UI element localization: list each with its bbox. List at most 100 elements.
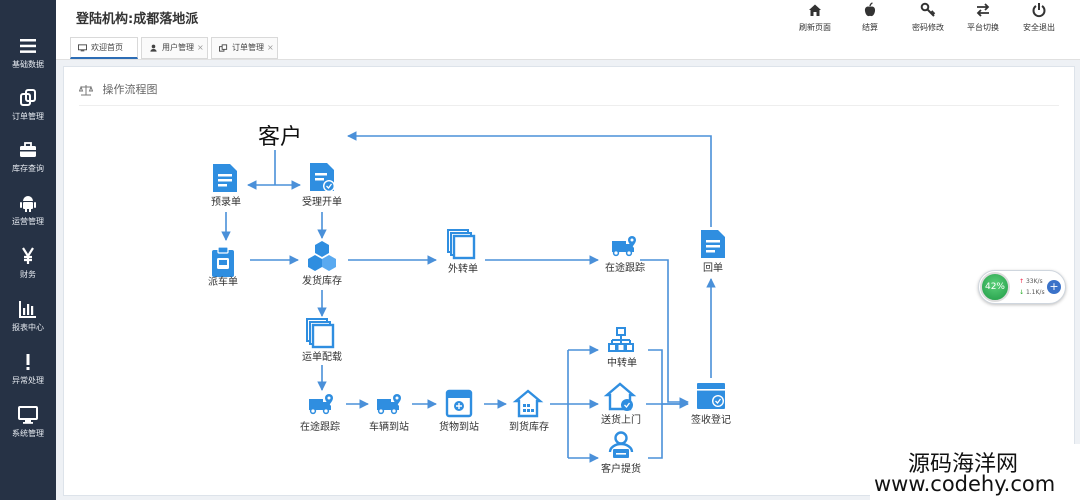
swap-icon <box>976 3 990 17</box>
upload-value: 33K/s <box>1025 278 1043 285</box>
panel-divider <box>79 105 1059 106</box>
truck-location-icon <box>309 394 333 415</box>
sidebar-item-inventory[interactable]: 库存查询 <box>0 140 56 190</box>
tab-close-button[interactable]: × <box>267 43 274 52</box>
node-sign-register[interactable]: 签收登记 <box>691 383 731 426</box>
tool-label: 安全退出 <box>1023 23 1055 32</box>
platform-switch-button[interactable]: 平台切换 <box>958 2 1008 33</box>
node-vehicle-arrive[interactable]: 车辆到站 <box>369 394 409 433</box>
org-chart-icon <box>608 327 634 352</box>
bar-chart-icon <box>19 301 36 318</box>
node-customer-pickup[interactable]: 客户提货 <box>601 431 641 476</box>
sidebar-item-label: 报表中心 <box>12 323 44 332</box>
node-goods-arrive[interactable]: 货物到站 <box>439 389 479 433</box>
node-label: 外转单 <box>448 262 478 275</box>
sidebar-item-label: 财务 <box>20 270 36 279</box>
tab-order-management[interactable]: 订单管理× <box>211 37 278 59</box>
node-label: 受理开单 <box>302 196 342 208</box>
node-outsource[interactable]: 外转单 <box>447 229 478 275</box>
truck-location-icon <box>612 236 636 257</box>
node-label: 运单配载 <box>302 351 342 363</box>
person-box-icon <box>608 431 634 458</box>
sidebar-item-exceptions[interactable]: 异常处理 <box>0 352 56 402</box>
tab-label: 欢迎首页 <box>91 43 123 52</box>
stacked-pages-icon <box>447 229 476 260</box>
node-label: 货物到站 <box>439 420 479 433</box>
watermark: 源码海洋网 www.codehy.com <box>870 444 1080 500</box>
orders-icon <box>20 89 36 106</box>
desktop-icon <box>78 44 87 52</box>
panel-header: 操作流程图 <box>78 81 158 97</box>
inbox-check-icon <box>697 383 725 409</box>
flowchart-panel: 操作流程图 <box>63 66 1075 496</box>
boxes-icon <box>308 241 336 271</box>
refresh-page-button[interactable]: 刷新页面 <box>790 2 840 33</box>
upload-speed: ↑ 33K/s <box>1019 278 1043 285</box>
plus-icon[interactable]: + <box>1047 280 1061 294</box>
network-speed-widget[interactable]: 42% ↑ 33K/s ↓ 1.1K/s + <box>978 270 1066 304</box>
download-speed: ↓ 1.1K/s <box>1019 289 1045 296</box>
logout-button[interactable]: 安全退出 <box>1014 2 1064 33</box>
sidebar-item-label: 基础数据 <box>12 60 44 69</box>
sidebar-item-operations[interactable]: 运营管理 <box>0 193 56 243</box>
node-label: 回单 <box>703 262 723 274</box>
node-label: 在途跟踪 <box>300 420 340 433</box>
node-transit-track[interactable]: 在途跟踪 <box>300 394 340 433</box>
node-transit-track-top[interactable]: 在途跟踪 <box>605 236 645 274</box>
tool-label: 结算 <box>862 23 878 32</box>
android-icon <box>20 196 36 212</box>
sidebar-item-label: 异常处理 <box>12 376 44 385</box>
panel-title: 操作流程图 <box>102 83 158 96</box>
exclamation-icon <box>26 354 30 370</box>
node-label: 派车单 <box>208 275 238 288</box>
user-icon <box>150 44 157 52</box>
sidebar-item-label: 系统管理 <box>12 429 44 438</box>
usage-percent: 42% <box>980 272 1010 302</box>
clipboard-icon <box>212 246 234 277</box>
sidebar-item-label: 订单管理 <box>12 112 44 121</box>
tool-label: 刷新页面 <box>799 23 831 32</box>
sidebar-item-reports[interactable]: 报表中心 <box>0 299 56 349</box>
sidebar-item-basic-data[interactable]: 基础数据 <box>0 36 56 86</box>
node-label: 签收登记 <box>691 413 731 426</box>
warehouse-icon <box>512 389 544 418</box>
copy-icon <box>219 44 228 52</box>
tab-close-button[interactable]: × <box>197 43 204 52</box>
key-icon <box>920 2 936 17</box>
stacked-pages-icon <box>306 318 335 349</box>
sidebar-item-label: 运营管理 <box>12 217 44 226</box>
change-password-button[interactable]: 密码修改 <box>903 2 953 33</box>
settlement-button[interactable]: 结算 <box>845 2 895 33</box>
toolbar: 刷新页面 结算 密码修改 平台切换 安全退出 <box>790 0 1080 60</box>
node-ship-stock[interactable]: 发货库存 <box>302 241 342 287</box>
briefcase-icon <box>20 142 36 157</box>
node-pre-order[interactable]: 预录单 <box>211 164 241 208</box>
menu-icon <box>20 39 36 53</box>
node-home-delivery[interactable]: 送货上门 <box>601 382 641 426</box>
node-label: 车辆到站 <box>369 420 409 433</box>
node-dispatch[interactable]: 派车单 <box>208 246 238 288</box>
node-label: 到货库存 <box>509 420 549 433</box>
watermark-line1: 源码海洋网 <box>908 452 1019 477</box>
monitor-icon <box>18 406 38 424</box>
node-arrive-stock[interactable]: 到货库存 <box>509 389 549 433</box>
connector-pickup-to-sign <box>648 404 663 459</box>
connector-transit-to-sign <box>640 259 689 407</box>
node-transfer[interactable]: 中转单 <box>607 327 637 369</box>
node-accept-order[interactable]: 受理开单 <box>302 163 342 208</box>
package-icon <box>445 389 473 418</box>
node-waybill-load[interactable]: 运单配载 <box>302 318 342 363</box>
yen-icon <box>22 247 34 264</box>
header: 登陆机构:成都落地派 欢迎首页 用户管理× 订单管理× 刷新页面 结算 密码修改 <box>56 0 1080 60</box>
node-label: 送货上门 <box>601 413 641 426</box>
sidebar-item-system[interactable]: 系统管理 <box>0 405 56 455</box>
tab-user-management[interactable]: 用户管理× <box>141 37 208 59</box>
down-arrow-icon: ↓ <box>1019 289 1025 296</box>
sidebar-item-orders[interactable]: 订单管理 <box>0 88 56 138</box>
tab-welcome[interactable]: 欢迎首页 <box>70 37 138 59</box>
node-label: 发货库存 <box>302 274 342 287</box>
node-return-receipt[interactable]: 回单 <box>701 230 725 274</box>
sidebar-item-finance[interactable]: 财务 <box>0 246 56 296</box>
download-value: 1.1K/s <box>1025 289 1045 296</box>
document-check-icon <box>310 163 335 192</box>
